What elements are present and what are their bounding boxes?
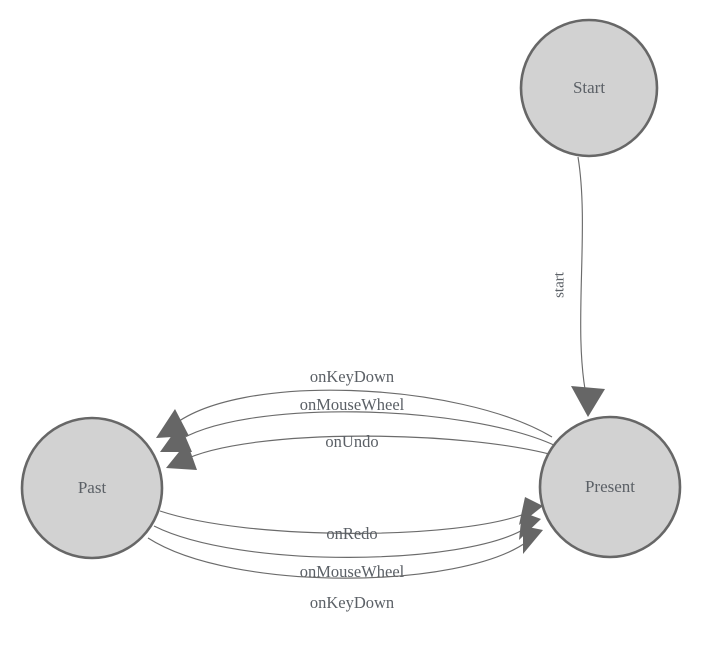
node-start-circle xyxy=(519,18,659,158)
node-past-label: Past xyxy=(78,478,107,497)
node-present-label: Present xyxy=(585,477,635,496)
edge-onundo-label: onUndo xyxy=(325,432,378,451)
node-start-label: Start xyxy=(573,78,605,97)
edge-onkeydown-redo-label: onKeyDown xyxy=(310,593,394,612)
edge-start-label: start xyxy=(551,271,567,298)
edge-start-arrowhead xyxy=(571,386,605,417)
edge-onundo[interactable]: onUndo xyxy=(166,432,561,470)
edge-onkeydown-undo-label: onKeyDown xyxy=(310,367,394,386)
edge-onmousewheel-redo-label: onMouseWheel xyxy=(300,562,405,581)
edge-onundo-arrowhead xyxy=(166,442,197,470)
edge-onkeydown-redo-arrowhead xyxy=(523,526,543,554)
edge-onmousewheel-undo[interactable]: onMouseWheel xyxy=(160,395,557,452)
edge-onmousewheel-undo-label: onMouseWheel xyxy=(300,395,405,414)
edge-onredo-path xyxy=(159,510,528,534)
edge-onundo-path xyxy=(181,435,561,462)
edge-start[interactable]: start xyxy=(551,156,605,417)
edge-onmousewheel-redo-path xyxy=(153,525,527,558)
edge-onkeydown-undo-path xyxy=(169,389,553,438)
node-start[interactable]: Start xyxy=(519,18,659,158)
edge-onmousewheel-undo-arrowhead xyxy=(160,424,192,452)
edge-onmousewheel-undo-path xyxy=(174,411,557,447)
node-present[interactable]: Present xyxy=(538,415,682,559)
node-past-circle xyxy=(20,416,164,560)
edge-onredo-label: onRedo xyxy=(326,524,377,543)
edge-onkeydown-redo-path xyxy=(147,537,529,579)
edge-onmousewheel-redo[interactable]: onMouseWheel xyxy=(153,512,541,581)
node-past[interactable]: Past xyxy=(20,416,164,560)
edge-onkeydown-redo[interactable]: onKeyDown xyxy=(147,526,543,612)
edge-onredo[interactable]: onRedo xyxy=(159,497,543,543)
edge-start-path xyxy=(577,156,588,401)
node-present-circle xyxy=(538,415,682,559)
